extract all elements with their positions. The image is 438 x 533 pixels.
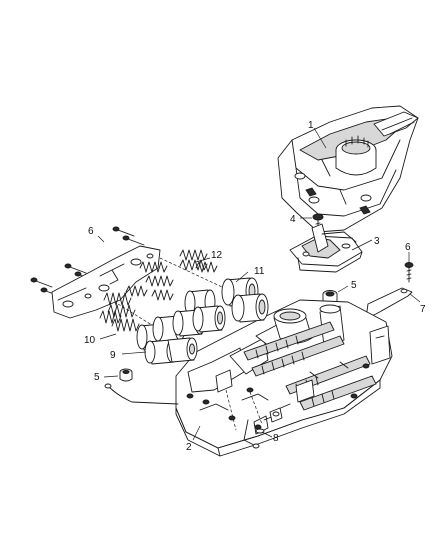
accumulator-spring — [99, 285, 148, 332]
accumulator-spring — [139, 249, 218, 301]
callout-labels: 1 2 3 4 5 5 6 6 7 8 9 10 11 12 — [84, 120, 426, 453]
check-ball-retainer — [104, 383, 263, 449]
solenoid-assembly — [277, 105, 419, 233]
callout-12: 12 — [211, 250, 223, 261]
callout-5a: 5 — [351, 280, 357, 291]
callout-10: 10 — [84, 335, 96, 346]
filter-screens — [253, 407, 283, 435]
plug — [119, 368, 133, 382]
callout-1: 1 — [308, 120, 314, 131]
callout-6b: 6 — [405, 242, 411, 253]
callout-5b: 5 — [94, 372, 100, 383]
callout-9: 9 — [110, 350, 116, 361]
bracket — [289, 223, 363, 273]
callout-6a: 6 — [88, 226, 94, 237]
callout-7: 7 — [420, 304, 426, 315]
accumulator-piston — [136, 305, 226, 365]
callout-2: 2 — [186, 442, 192, 453]
callout-11: 11 — [254, 266, 265, 277]
callout-3: 3 — [374, 236, 380, 247]
valve-body — [175, 299, 393, 457]
callout-4: 4 — [290, 214, 296, 225]
callout-leaders — [97, 127, 421, 441]
bolt — [404, 262, 414, 283]
callout-8: 8 — [273, 433, 279, 444]
